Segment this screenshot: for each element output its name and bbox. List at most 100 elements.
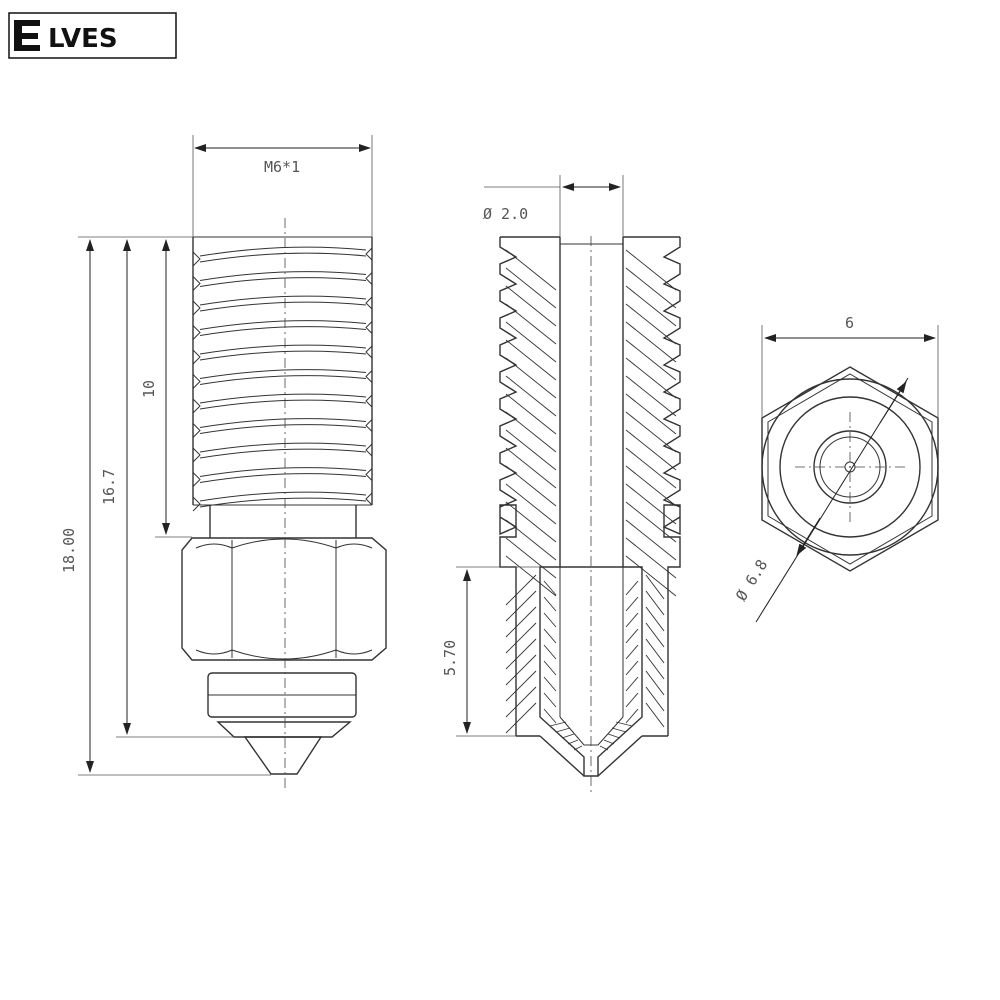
hatch-line — [505, 590, 537, 622]
hatch-line — [625, 660, 639, 676]
hatch-line — [625, 483, 677, 525]
hatch-line — [625, 580, 639, 596]
hatch-line — [561, 733, 575, 739]
thread-edge-right — [365, 247, 373, 261]
dim-bore-diameter: Ø 2.0 — [483, 175, 624, 237]
hatch-line — [543, 628, 557, 644]
hatch-line — [625, 285, 677, 327]
total-length-label: 18.00 — [60, 528, 78, 573]
hatch-line — [625, 411, 677, 453]
hatch-line — [625, 612, 639, 628]
hatch-line — [625, 692, 639, 708]
hatch-line — [543, 580, 557, 596]
hatch-line — [625, 339, 677, 381]
thread-edge-left — [192, 472, 201, 487]
thread-edge-right — [365, 419, 373, 432]
thread-edge-left — [192, 251, 201, 267]
thread-edge-left — [192, 398, 201, 414]
hatch-line — [625, 303, 677, 345]
hatch-line — [625, 596, 639, 612]
hatch-line — [607, 733, 621, 739]
thread-edge-left — [192, 349, 201, 365]
hatch-line — [599, 745, 609, 751]
thread-edge-right — [365, 370, 373, 383]
hatch-line — [625, 501, 677, 543]
thread-root — [199, 399, 367, 410]
hatch-line — [505, 321, 557, 363]
thread-crest — [199, 295, 367, 306]
thread-root — [199, 375, 367, 385]
hatch-line — [543, 596, 557, 612]
hatch-line — [505, 638, 537, 670]
length-to-tip-base-label: 16.7 — [100, 469, 118, 505]
thread-edge-left — [192, 423, 201, 438]
hatch-line — [505, 393, 557, 435]
hatch-line — [645, 590, 665, 616]
hatch-line — [645, 702, 665, 728]
hatch-line — [543, 660, 557, 676]
outer-diameter-label: Ø 6.8 — [732, 556, 771, 604]
hatch-line — [625, 465, 677, 507]
thread-root — [199, 497, 367, 508]
thread-edge-right — [365, 468, 373, 481]
brand-logo: LVES — [8, 12, 177, 59]
thread-root — [199, 326, 367, 336]
hatch-line — [505, 339, 557, 381]
thread-edge-right — [365, 296, 373, 310]
hatch-line — [505, 249, 557, 291]
thread-length-label: 10 — [140, 380, 158, 398]
hatch-line — [505, 686, 537, 718]
thread-root — [199, 301, 367, 312]
thread-crest — [199, 491, 367, 502]
hatch-line — [505, 303, 557, 345]
hatch-line — [543, 676, 557, 692]
thread-root — [199, 350, 367, 361]
hatch-line — [615, 721, 633, 727]
hatch-line — [505, 555, 557, 597]
thread-crest — [199, 344, 367, 355]
hatch-line — [505, 357, 557, 399]
dim-total-length: 18.00 — [60, 236, 271, 776]
thread-size-label: M6*1 — [264, 158, 300, 176]
hatch-line — [543, 708, 557, 724]
bore-depth-label: 5.70 — [441, 640, 459, 676]
hatch-line — [505, 465, 557, 507]
thread-edge-right — [365, 321, 373, 334]
dim-thread-length: 10 — [140, 239, 192, 538]
hatch-line — [625, 537, 677, 579]
hatch-line — [625, 357, 677, 399]
hatch-line — [645, 686, 665, 712]
thread-crest — [199, 271, 367, 281]
dim-thread-width: M6*1 — [192, 135, 373, 237]
hex-width-label: 6 — [845, 314, 854, 332]
hatch-line — [543, 644, 557, 660]
thread-root — [199, 277, 367, 287]
dim-bore-depth: 5.70 — [441, 566, 540, 737]
hatch-line — [505, 447, 557, 489]
thread-edge-right — [365, 345, 373, 359]
hatch-line — [505, 670, 537, 702]
thread-edge-left — [192, 325, 201, 340]
hatch-line — [625, 393, 677, 435]
thread-crest — [199, 320, 367, 330]
hatch-line — [625, 447, 677, 489]
thread-crest — [199, 246, 367, 257]
thread-root — [199, 448, 367, 459]
thread-root — [199, 473, 367, 483]
hatch-line — [625, 429, 677, 471]
thread-edge-left — [192, 300, 201, 316]
hatch-line — [625, 676, 639, 692]
hatch-line — [603, 739, 615, 745]
hatch-line — [505, 654, 537, 686]
hatch-line — [505, 483, 557, 525]
hatch-line — [543, 692, 557, 708]
hatch-line — [625, 644, 639, 660]
hatch-line — [625, 321, 677, 363]
thread-crest — [199, 393, 367, 404]
hatch-line — [625, 267, 677, 309]
side-view-exterior — [181, 218, 387, 788]
bore-diameter-label: Ø 2.0 — [483, 205, 528, 223]
dim-length-to-tip-base: 16.7 — [100, 239, 234, 738]
thread-root — [199, 424, 367, 434]
